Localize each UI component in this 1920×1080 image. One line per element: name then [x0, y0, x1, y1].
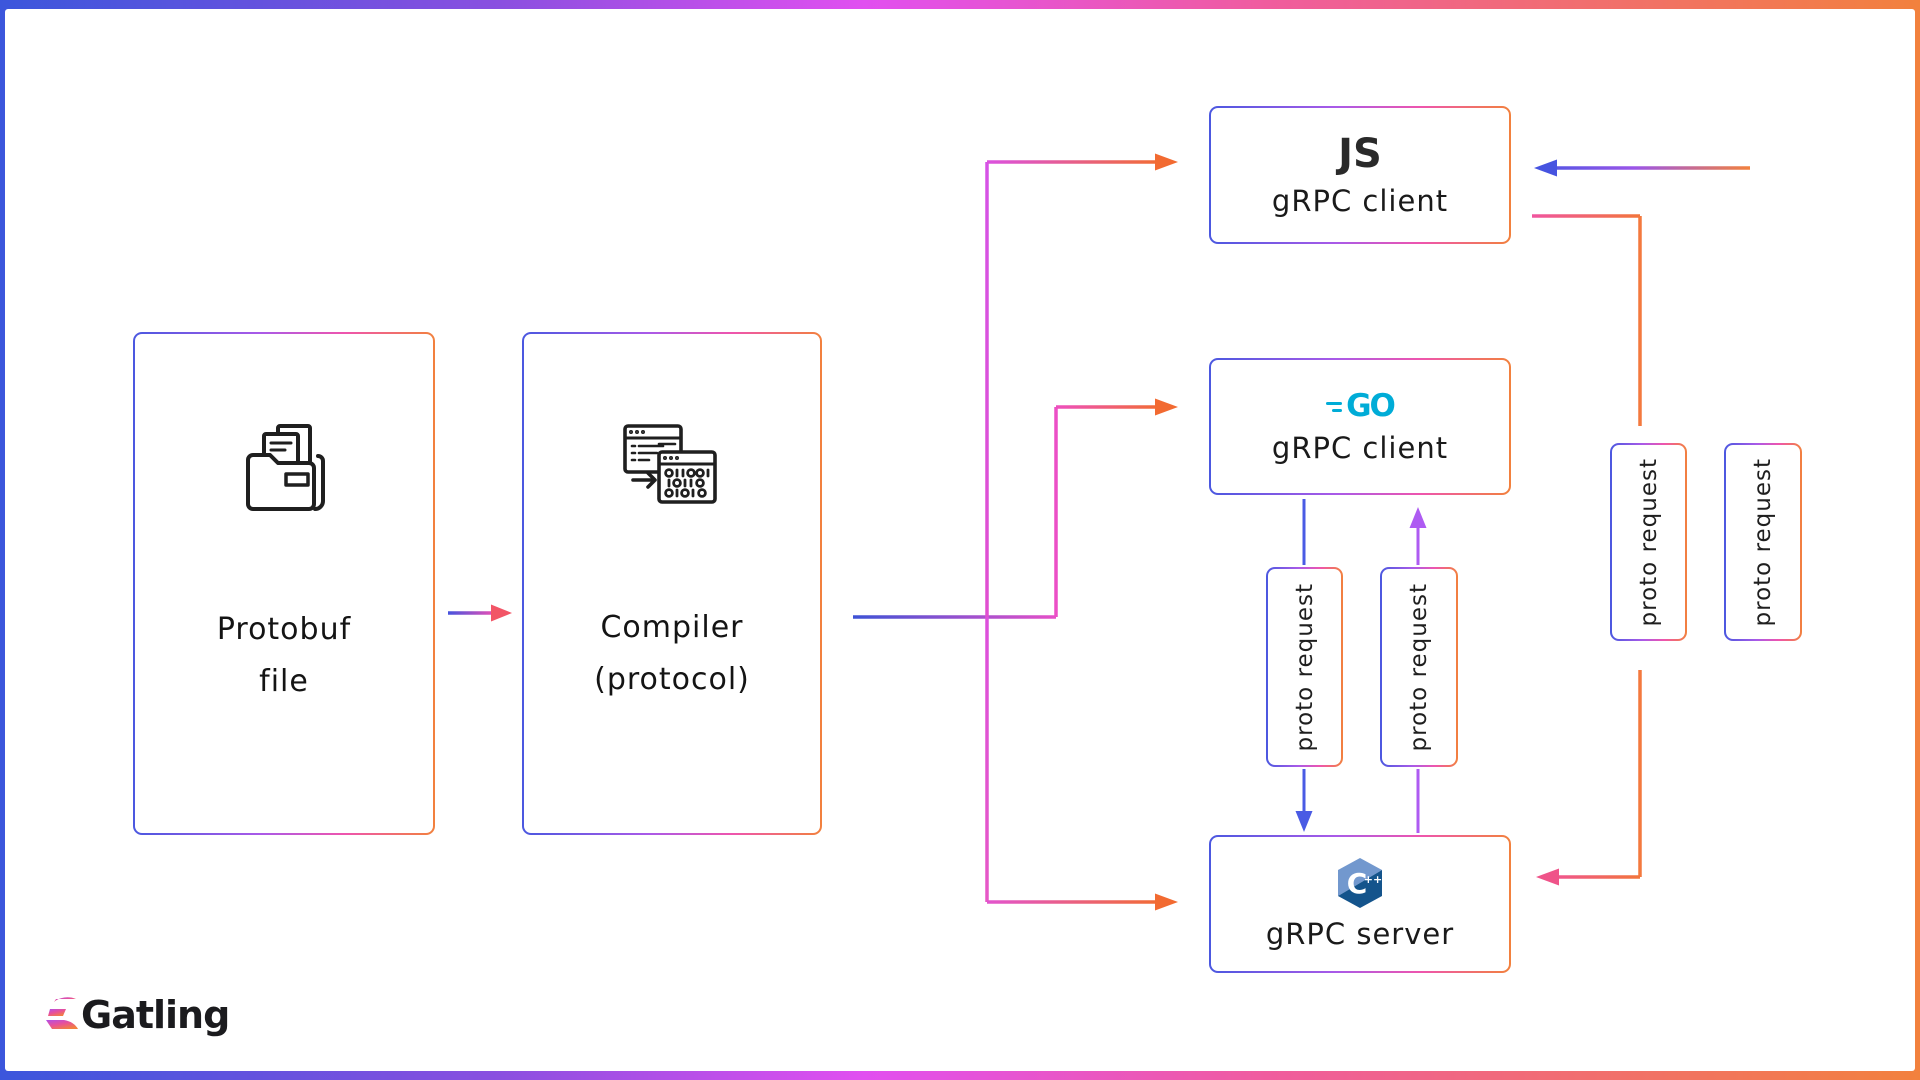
proto-request-box-js-to-server: proto request	[1610, 443, 1687, 641]
proto-request-box-server-to-js: proto request	[1724, 443, 1802, 641]
compiler-node: Compiler (protocol)	[522, 332, 822, 835]
gatling-logo-text: Gatling	[81, 993, 230, 1037]
go-logo-text: GO	[1346, 387, 1396, 424]
grpc-server-label: gRPC server	[1265, 917, 1455, 951]
proto-request-label: proto request	[1406, 582, 1432, 752]
go-speed-lines-icon	[1326, 401, 1343, 412]
node-title-line2: (protocol)	[594, 662, 750, 697]
proto-request-box-server-to-go: proto request	[1380, 567, 1458, 767]
code-compiler-icon	[623, 424, 717, 504]
protobuf-file-node: Protobuf file	[133, 332, 435, 835]
svg-text:++: ++	[1364, 873, 1382, 886]
node-title-line2: file	[259, 664, 309, 699]
connector-compiler-to-js	[985, 153, 1178, 617]
cpp-logo-icon: C ++	[1338, 858, 1382, 908]
proto-request-label: proto request	[1750, 457, 1776, 627]
grpc-client-label: gRPC client	[1271, 184, 1449, 218]
node-title-line1: Protobuf	[216, 612, 352, 647]
connector-into-js	[1534, 159, 1750, 177]
folder-documents-icon	[246, 424, 325, 511]
proto-request-label: proto request	[1635, 457, 1662, 627]
go-logo-icon: GO	[1326, 387, 1396, 424]
node-title: Compiler (protocol)	[594, 602, 750, 706]
connector-compiler-to-go	[1054, 398, 1178, 617]
node-title: Protobuf file	[217, 604, 351, 708]
connector-protobuf-to-compiler	[448, 604, 512, 622]
svg-text:C: C	[1347, 867, 1368, 900]
node-title-line1: Compiler	[600, 610, 744, 645]
proto-request-label: proto request	[1291, 582, 1318, 752]
connector-compiler-to-server	[985, 617, 1178, 911]
js-lang-label: JS	[1338, 131, 1382, 177]
proto-request-box-go-to-server: proto request	[1266, 567, 1343, 767]
grpc-client-label: gRPC client	[1271, 430, 1449, 465]
gatling-logo: Gatling	[42, 993, 230, 1037]
grpc-server-node: C ++ gRPC server	[1209, 835, 1511, 973]
gatling-speed-lines-icon	[46, 997, 78, 1029]
go-grpc-client-node: GO gRPC client	[1209, 358, 1511, 495]
js-grpc-client-node: JS gRPC client	[1209, 106, 1511, 244]
